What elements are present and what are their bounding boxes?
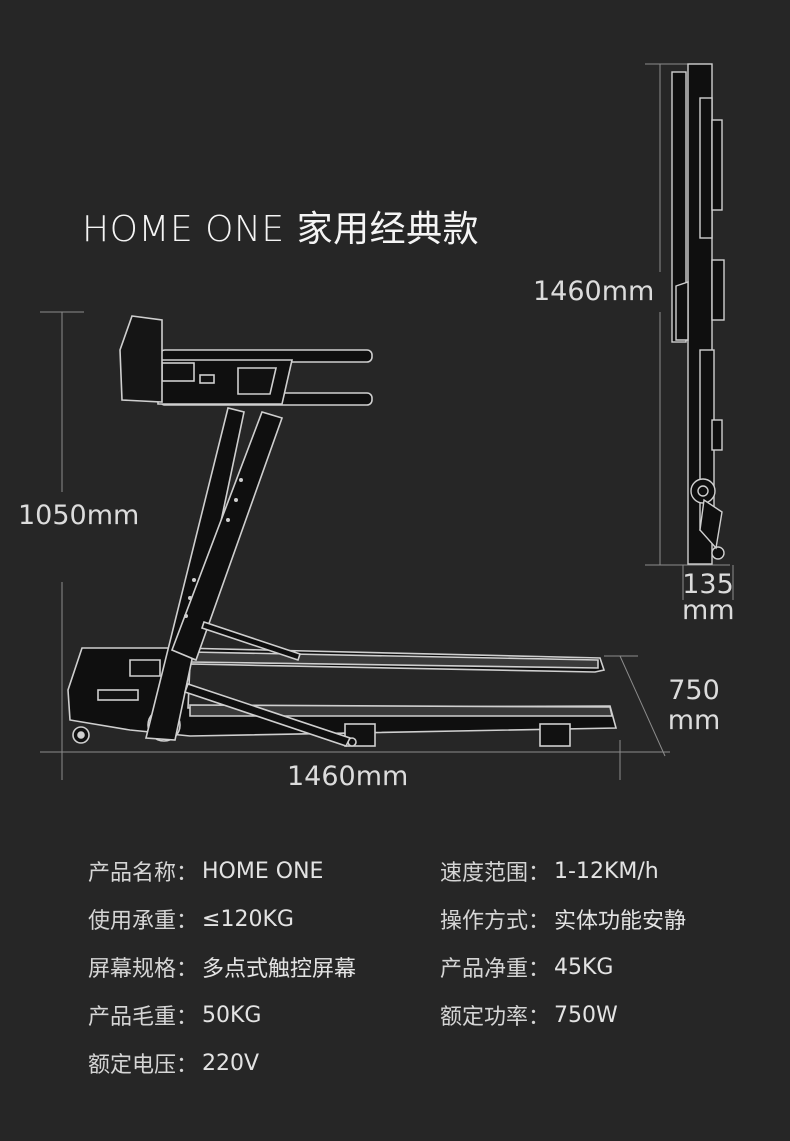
spec-label: 产品净重： — [440, 957, 551, 982]
spec-item: 屏幕规格：多点式触控屏幕 — [88, 952, 440, 982]
spec-value: 50KG — [202, 1002, 262, 1028]
spec-item: 操作方式：实体功能安静 — [440, 904, 740, 934]
height-label: 1050mm — [18, 500, 140, 531]
spec-label: 额定电压： — [88, 1053, 199, 1078]
spec-value: 实体功能安静 — [554, 909, 687, 934]
page-title: HOME ONE 家用经典款 — [82, 209, 480, 250]
length-label: 1460mm — [287, 761, 409, 792]
spec-value: 45KG — [554, 954, 614, 980]
spec-label: 操作方式： — [440, 909, 551, 934]
spec-value: 220V — [202, 1050, 260, 1076]
spec-list: 产品名称：HOME ONE 速度范围：1-12KM/h 使用承重：≤120KG … — [88, 856, 740, 1079]
spec-value: ≤120KG — [202, 906, 294, 932]
spec-value: 750W — [554, 1002, 618, 1028]
spec-label: 屏幕规格： — [88, 957, 199, 982]
spec-value: 1-12KM/h — [554, 858, 659, 884]
folded-depth-label: 135 mm — [682, 569, 735, 626]
spec-label: 速度范围： — [440, 861, 551, 886]
spec-item: 速度范围：1-12KM/h — [440, 856, 740, 887]
spec-item: 产品毛重：50KG — [88, 1000, 440, 1031]
spec-item: 使用承重：≤120KG — [88, 904, 440, 935]
spec-label: 产品名称： — [88, 861, 199, 886]
spec-item: 额定电压：220V — [88, 1048, 440, 1079]
spec-item: 产品名称：HOME ONE — [88, 856, 440, 887]
treadmill-folded-view — [671, 63, 725, 565]
width-unit: mm — [667, 705, 721, 736]
width-number: 750 — [668, 675, 720, 706]
treadmill-side-view — [67, 315, 618, 747]
folded-depth-number: 135 — [682, 569, 734, 600]
spec-item: 产品净重：45KG — [440, 952, 740, 983]
spec-label: 使用承重： — [88, 909, 199, 934]
width-label: 750 mm — [664, 676, 724, 736]
spec-item: 额定功率：750W — [440, 1000, 740, 1031]
folded-height-label: 1460mm — [533, 276, 655, 307]
spec-value: HOME ONE — [202, 858, 324, 884]
spec-value: 多点式触控屏幕 — [202, 957, 357, 982]
spec-label: 产品毛重： — [88, 1005, 199, 1030]
folded-depth-unit: mm — [682, 595, 735, 626]
spec-label: 额定功率： — [440, 1005, 551, 1030]
dimension-lines — [40, 63, 734, 780]
